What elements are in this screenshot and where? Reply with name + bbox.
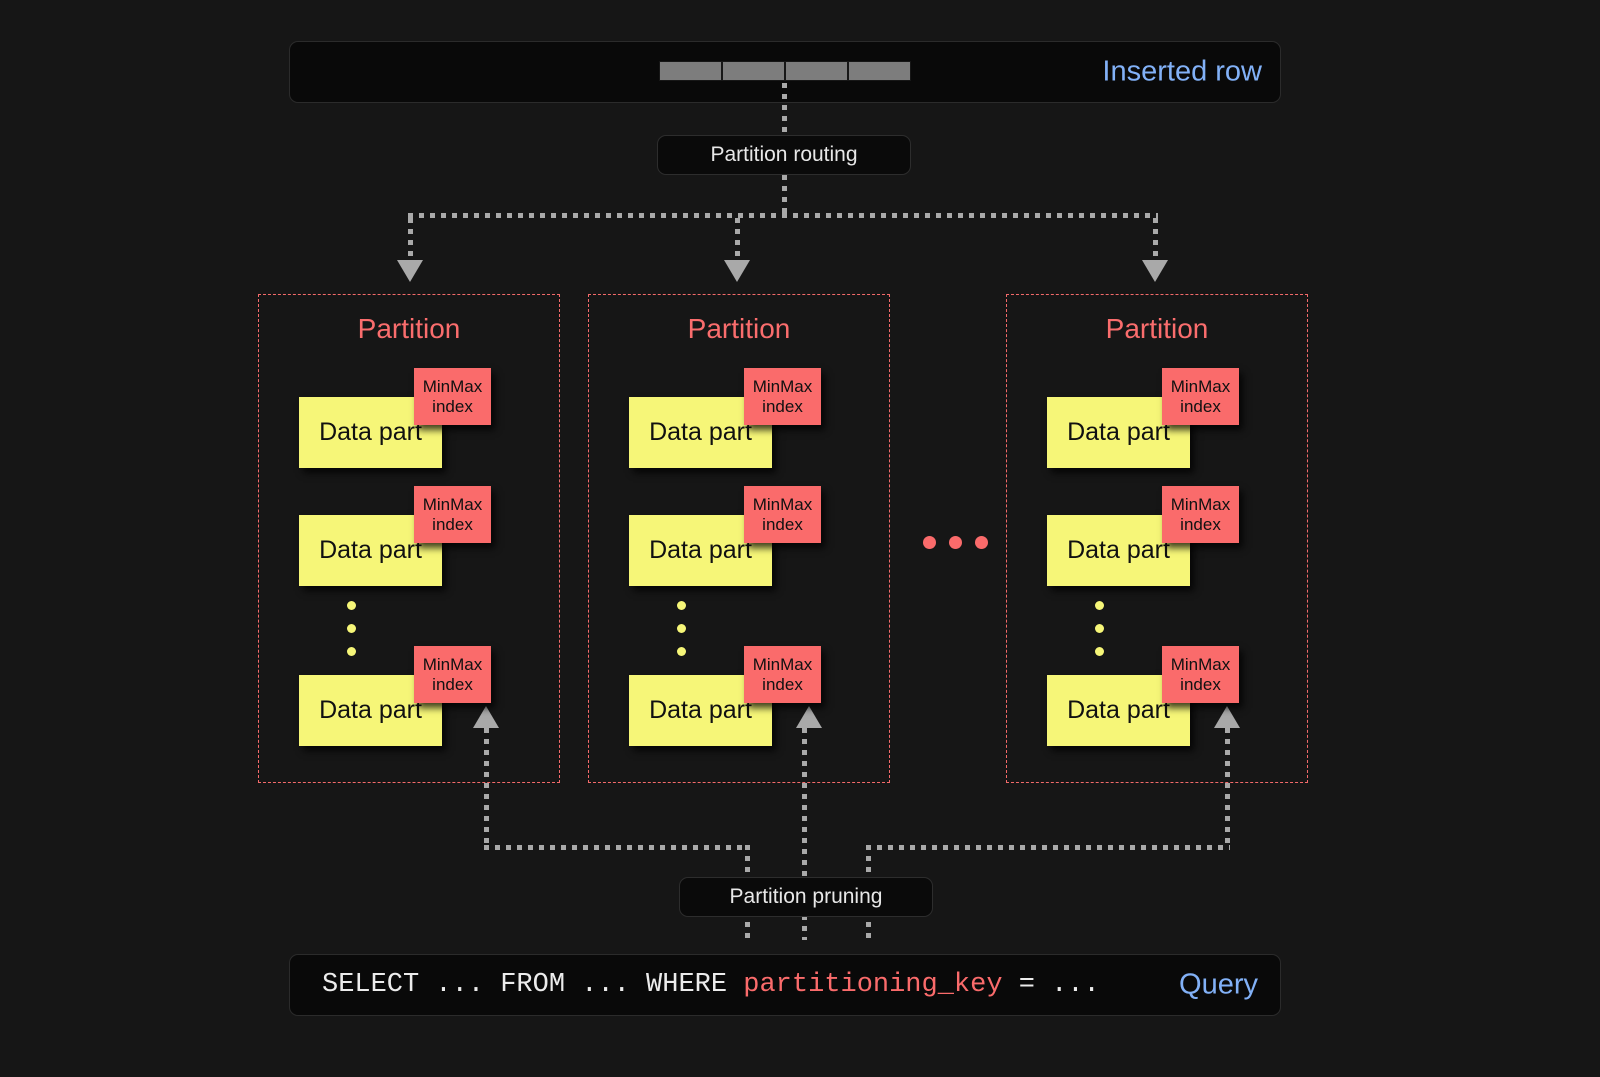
row-cell — [785, 61, 848, 81]
minmax-index-box: MinMax index — [1162, 646, 1239, 703]
ellipsis-dot — [347, 601, 356, 610]
minmax-index-box: MinMax index — [1162, 368, 1239, 425]
connector-pruning-to-partition-3 — [1225, 728, 1230, 848]
partitions-ellipsis — [923, 536, 988, 549]
minmax-index-line2: index — [1180, 396, 1221, 416]
minmax-index-box: MinMax index — [1162, 486, 1239, 543]
minmax-index-line1: MinMax — [752, 654, 813, 674]
query-panel: SELECT ... FROM ... WHERE partitioning_k… — [289, 954, 1281, 1016]
inserted-row-cells — [659, 61, 911, 81]
connector-pruning-bus-left — [484, 845, 750, 850]
ellipsis-dot — [677, 647, 686, 656]
partition-container-2: Partition Data part MinMax index Data pa… — [588, 294, 890, 783]
connector-bus-to-partition-3 — [1153, 218, 1158, 264]
minmax-index-line2: index — [762, 514, 803, 534]
query-partitioning-key: partitioning_key — [743, 970, 1003, 1000]
data-part-group: Data part MinMax index — [299, 486, 499, 591]
minmax-index-line1: MinMax — [752, 376, 813, 396]
ellipsis-dot — [1095, 601, 1104, 610]
arrow-into-partition-1 — [397, 260, 423, 282]
data-part-group: Data part MinMax index — [1047, 486, 1247, 591]
partition-container-1: Partition Data part MinMax index Data pa… — [258, 294, 560, 783]
ellipsis-dot — [347, 647, 356, 656]
connector-pruning-to-partition-1 — [484, 728, 489, 848]
minmax-index-box: MinMax index — [744, 486, 821, 543]
arrow-into-partition-3 — [1142, 260, 1168, 282]
minmax-index-line1: MinMax — [1170, 494, 1231, 514]
arrow-into-partition-2 — [724, 260, 750, 282]
data-part-group: Data part MinMax index — [1047, 368, 1247, 473]
inserted-row-label: Inserted row — [1102, 55, 1262, 88]
connector-row-to-routing — [782, 83, 787, 135]
ellipsis-dot — [1095, 647, 1104, 656]
ellipsis-dot — [677, 624, 686, 633]
row-cell — [722, 61, 785, 81]
arrow-into-data-part-2 — [796, 706, 822, 728]
connector-bus-to-partition-1 — [408, 218, 413, 264]
ellipsis-dot — [975, 536, 988, 549]
partition-routing-box: Partition routing — [657, 135, 911, 175]
minmax-index-line1: MinMax — [422, 376, 483, 396]
minmax-index-line2: index — [432, 674, 473, 694]
row-cell — [659, 61, 722, 81]
query-text: SELECT ... FROM ... WHERE partitioning_k… — [322, 970, 1100, 1000]
minmax-index-box: MinMax index — [414, 646, 491, 703]
minmax-index-box: MinMax index — [414, 368, 491, 425]
minmax-index-line1: MinMax — [422, 494, 483, 514]
data-part-group: Data part MinMax index — [629, 646, 829, 751]
data-part-group: Data part MinMax index — [1047, 646, 1247, 751]
minmax-index-box: MinMax index — [744, 646, 821, 703]
data-part-group: Data part MinMax index — [629, 486, 829, 591]
connector-routing-bus — [408, 213, 1158, 218]
connector-pruning-to-partition-2 — [802, 728, 807, 940]
arrow-into-data-part-3 — [1214, 706, 1240, 728]
ellipsis-dot — [347, 624, 356, 633]
row-cell — [848, 61, 911, 81]
minmax-index-line1: MinMax — [752, 494, 813, 514]
partition-title: Partition — [687, 313, 791, 344]
data-parts-ellipsis — [1095, 601, 1104, 656]
partition-pruning-box: Partition pruning — [679, 877, 933, 917]
partition-title: Partition — [1105, 313, 1209, 344]
data-part-box: Data part — [1047, 675, 1190, 746]
data-part-group: Data part MinMax index — [629, 368, 829, 473]
minmax-index-line2: index — [432, 396, 473, 416]
ellipsis-dot — [1095, 624, 1104, 633]
data-parts-ellipsis — [347, 601, 356, 656]
data-part-group: Data part MinMax index — [299, 368, 499, 473]
query-prefix: SELECT ... FROM ... WHERE — [322, 970, 744, 1000]
minmax-index-line2: index — [762, 674, 803, 694]
minmax-index-line1: MinMax — [1170, 376, 1231, 396]
minmax-index-line2: index — [762, 396, 803, 416]
connector-pruning-bus-right — [866, 845, 1230, 850]
query-label: Query — [1179, 968, 1258, 1001]
minmax-index-line2: index — [1180, 674, 1221, 694]
minmax-index-line2: index — [432, 514, 473, 534]
ellipsis-dot — [677, 601, 686, 610]
partition-container-3: Partition Data part MinMax index Data pa… — [1006, 294, 1308, 783]
minmax-index-line1: MinMax — [1170, 654, 1231, 674]
partition-title: Partition — [357, 313, 461, 344]
data-part-group: Data part MinMax index — [299, 646, 499, 751]
ellipsis-dot — [923, 536, 936, 549]
data-parts-ellipsis — [677, 601, 686, 656]
minmax-index-line1: MinMax — [422, 654, 483, 674]
connector-bus-to-partition-2 — [735, 218, 740, 264]
minmax-index-line2: index — [1180, 514, 1221, 534]
minmax-index-box: MinMax index — [744, 368, 821, 425]
arrow-into-data-part-1 — [473, 706, 499, 728]
connector-routing-to-bus — [782, 175, 787, 215]
minmax-index-box: MinMax index — [414, 486, 491, 543]
query-suffix: = ... — [1002, 970, 1100, 1000]
ellipsis-dot — [949, 536, 962, 549]
